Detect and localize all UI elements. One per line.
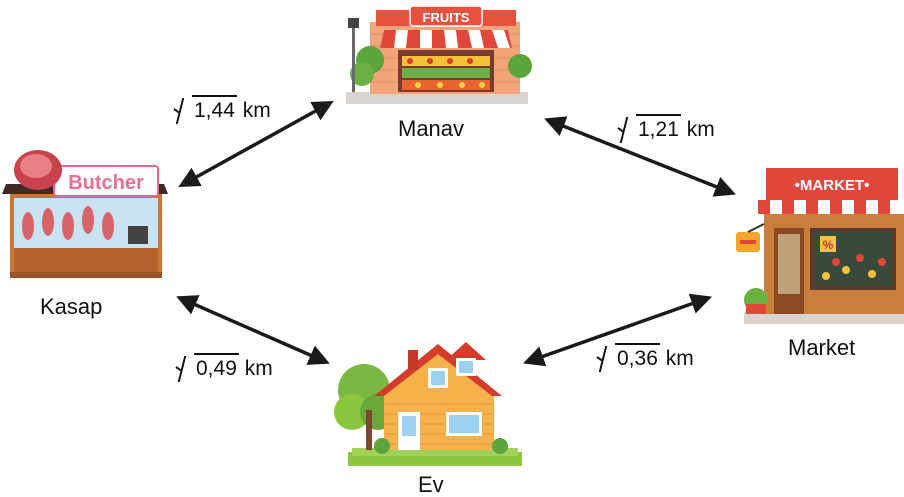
arrow-kasap-manav bbox=[178, 100, 334, 188]
sqrt-symbol: 0,36 bbox=[597, 343, 660, 370]
fruit-shop-sign: FRUITS bbox=[423, 10, 470, 25]
unit: km bbox=[244, 357, 273, 380]
house-icon bbox=[334, 342, 522, 466]
unit: km bbox=[665, 347, 694, 370]
market-sign: •MARKET• bbox=[795, 177, 870, 194]
sqrt-symbol: 0,49 bbox=[176, 353, 239, 380]
arrow-manav-market bbox=[544, 116, 736, 197]
manav-label: Manav bbox=[398, 116, 465, 141]
distance-kasap-ev: 0,49 km bbox=[176, 353, 273, 380]
market-discount-tag: % bbox=[823, 238, 834, 252]
distance-ev-market: 0,36 km bbox=[597, 343, 694, 370]
arrow-kasap-ev bbox=[176, 295, 330, 365]
butcher-shop-sign: Butcher bbox=[68, 172, 144, 194]
market-shop-icon: % •MARKET• bbox=[736, 168, 904, 324]
distance-manav-market: 1,21 km bbox=[618, 114, 715, 141]
butcher-shop-icon: Butcher bbox=[2, 150, 168, 278]
unit: km bbox=[242, 99, 271, 122]
radicand: 0,49 bbox=[194, 353, 239, 380]
radicand: 1,21 bbox=[636, 114, 681, 141]
sqrt-symbol: 1,21 bbox=[618, 114, 681, 141]
distance-kasap-manav: 1,44 km bbox=[174, 95, 271, 122]
market-label: Market bbox=[788, 335, 856, 360]
sqrt-symbol: 1,44 bbox=[174, 95, 237, 122]
arrow-ev-market bbox=[523, 293, 712, 367]
radicand: 0,36 bbox=[615, 343, 660, 370]
ev-label: Ev bbox=[418, 472, 444, 497]
unit: km bbox=[686, 118, 715, 141]
kasap-label: Kasap bbox=[40, 294, 103, 319]
radicand: 1,44 bbox=[192, 95, 237, 122]
fruit-shop-icon: FRUITS bbox=[346, 5, 532, 104]
